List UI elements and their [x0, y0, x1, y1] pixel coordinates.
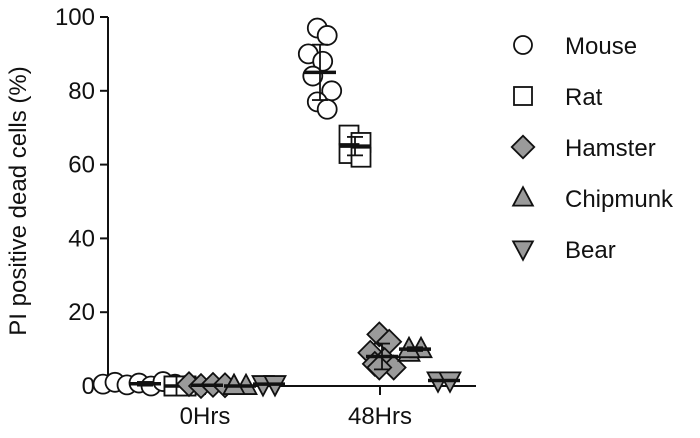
series-hamster-48hrs — [357, 321, 407, 381]
data-point — [366, 354, 393, 381]
diamond-marker-icon — [510, 134, 536, 160]
circle-marker-icon — [513, 35, 533, 55]
x-tick-label: 48Hrs — [348, 403, 412, 430]
series-chipmunk-0hrs — [222, 372, 258, 395]
x-tick-label: 0Hrs — [180, 403, 231, 430]
series-bear-48hrs — [426, 371, 462, 394]
legend-label: Mouse — [565, 33, 637, 60]
data-point — [316, 25, 338, 46]
y-axis: 0 20 40 60 80 100 — [55, 4, 109, 400]
data-point — [316, 98, 338, 120]
y-tick-label: 100 — [55, 4, 95, 31]
data-points — [92, 17, 462, 400]
legend-label: Chipmunk — [565, 186, 674, 213]
x-axis: 0Hrs 48Hrs — [108, 385, 476, 430]
legend-item-rat: Rat — [513, 84, 603, 111]
series-chipmunk-48hrs — [397, 335, 433, 362]
y-tick-label: 60 — [68, 152, 95, 179]
series-mouse-48hrs — [297, 17, 343, 120]
y-axis-label: PI positive dead cells (%) — [5, 66, 32, 335]
legend-item-mouse: Mouse — [513, 33, 637, 60]
series-hamster-0hrs — [175, 371, 239, 400]
legend-item-chipmunk: Chipmunk — [511, 185, 674, 213]
y-tick-label: 40 — [68, 225, 95, 252]
series-rat-48hrs — [338, 124, 372, 168]
legend-label: Hamster — [565, 135, 656, 162]
triangle-down-marker-icon — [511, 240, 535, 262]
y-tick-label: 0 — [82, 373, 95, 400]
square-marker-icon — [513, 86, 533, 106]
y-tick-label: 20 — [68, 299, 95, 326]
legend-label: Bear — [565, 237, 616, 264]
triangle-up-marker-icon — [511, 185, 535, 207]
legend-label: Rat — [565, 84, 603, 111]
legend-item-hamster: Hamster — [510, 134, 656, 162]
legend-item-bear: Bear — [511, 237, 616, 264]
y-tick-label: 80 — [68, 78, 95, 105]
series-bear-0hrs — [251, 375, 287, 398]
